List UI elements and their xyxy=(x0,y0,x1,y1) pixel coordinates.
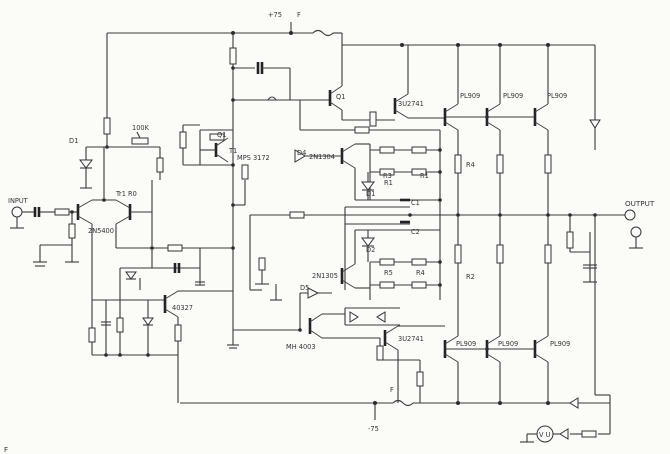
input-transistor-pair xyxy=(76,160,153,300)
upper-output-stage xyxy=(443,45,601,215)
d5-label: D5 xyxy=(300,284,309,292)
vu-label: V U xyxy=(539,431,551,439)
mps-label: MPS 3172 xyxy=(237,154,270,162)
output-label: OUTPUT xyxy=(625,199,655,208)
r4-label: R4 xyxy=(466,161,475,169)
r1b-label: R1 xyxy=(384,179,393,187)
pl-lower-2: PL909 xyxy=(498,340,518,348)
bias-transistor-network xyxy=(179,33,330,318)
lower-driver-label: 3U2741 xyxy=(398,335,424,343)
vu-meter xyxy=(520,403,611,443)
tr-2n1304-label: 2N1304 xyxy=(309,153,335,161)
output-bus xyxy=(249,198,643,395)
tr-input-sub-label: Tr1 R0 xyxy=(115,190,137,198)
pl-upper-2: PL909 xyxy=(503,92,523,100)
negative-supply-rail xyxy=(180,399,610,420)
supply-negative-label: -75 xyxy=(368,425,379,433)
lower-output-stage xyxy=(443,215,611,409)
r2-label: R2 xyxy=(466,273,475,281)
d1-label: D1 xyxy=(69,137,78,145)
tr-input-label: 2N5400 xyxy=(88,227,114,235)
pot-label: 100K xyxy=(132,124,150,132)
voltage-amplifier-stage xyxy=(88,212,282,403)
d1b-label: D1 xyxy=(366,190,375,198)
pl-upper-3: PL909 xyxy=(547,92,567,100)
c1-label: C1 xyxy=(411,199,420,207)
positive-supply-rail xyxy=(107,22,596,115)
t1-label: T1 xyxy=(228,147,237,155)
fuse-bottom-label: F xyxy=(390,386,394,394)
tr-2n1305-label: 2N1305 xyxy=(312,272,338,280)
figure-label: F xyxy=(4,445,8,454)
q1-label: Q1 xyxy=(217,131,226,139)
pl-lower-1: PL909 xyxy=(456,340,476,348)
d4-label: D4 xyxy=(297,149,306,157)
r5-label: R5 xyxy=(384,269,393,277)
pl-lower-3: PL909 xyxy=(550,340,570,348)
input-label: INPUT xyxy=(8,197,29,205)
r4b-label: R4 xyxy=(416,269,425,277)
input-bias-network xyxy=(79,33,164,189)
pl-upper-1: PL909 xyxy=(460,92,480,100)
fuse-top-label: F xyxy=(297,11,301,19)
upper-driver-label: 3U2741 xyxy=(398,100,424,108)
upper-driver-chain xyxy=(294,45,445,230)
tr-40327-label: 40327 xyxy=(172,304,193,312)
tr-mh-label: MH 4003 xyxy=(286,343,316,351)
input-terminal xyxy=(10,206,79,267)
d2-label: D2 xyxy=(366,246,375,254)
r3-label: R3 xyxy=(383,172,392,180)
q1-upper-label: Q1 xyxy=(336,93,345,101)
r1-label: R1 xyxy=(420,172,429,180)
c2-label: C2 xyxy=(411,228,420,236)
supply-positive-label: +75 xyxy=(268,11,282,19)
lower-driver-chain xyxy=(233,229,445,403)
